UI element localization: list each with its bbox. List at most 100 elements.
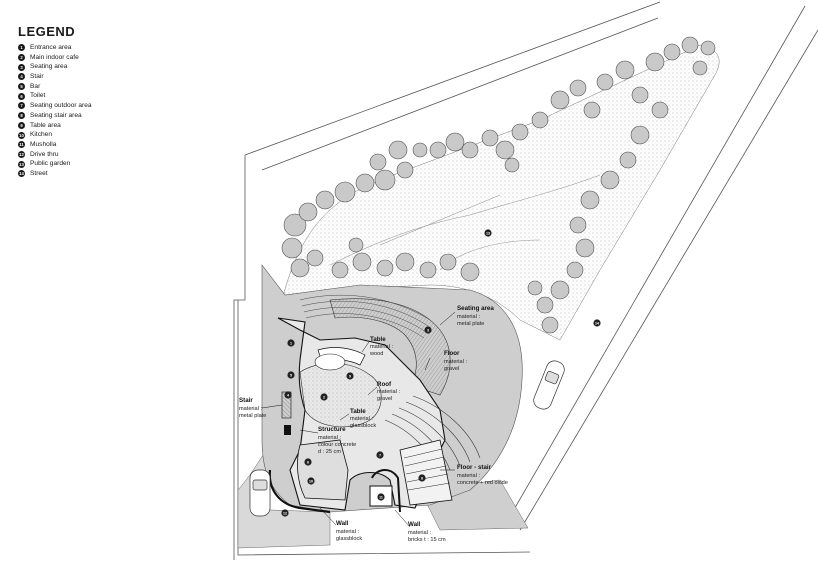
legend-label: Entrance area	[30, 44, 72, 51]
annotation-stair: Stair material : metal plate	[239, 397, 266, 419]
annotation-title: Structure	[318, 426, 346, 433]
annotation-line: d : 25 cm	[318, 449, 341, 455]
legend-title: LEGEND	[18, 24, 76, 39]
legend-number-badge: 6	[18, 92, 25, 100]
annotation-seating-area: Seating area material : metal plate	[457, 305, 494, 327]
annotation-line: material :	[370, 344, 393, 350]
marker-outdoor-seating: 7	[376, 451, 384, 459]
legend-number-badge: 5	[18, 83, 25, 91]
legend-item: 2 Main indoor cafe	[18, 53, 238, 63]
marker-musholla: 11	[377, 493, 385, 501]
legend-number-badge: 7	[18, 102, 25, 110]
car-drive	[533, 360, 565, 410]
annotation-title: Table	[370, 336, 386, 343]
annotation-title: Floor - stair	[457, 464, 492, 471]
legend-number-badge: 12	[18, 150, 25, 158]
legend-label: Main indoor cafe	[30, 53, 79, 61]
annotation-title: Table	[350, 408, 366, 415]
legend-number-badge: 14	[18, 170, 25, 178]
legend-label: Stair	[30, 73, 44, 81]
annotation-line: material :	[444, 359, 467, 365]
marker-table-area: 9	[346, 372, 354, 380]
legend-label: Table area	[30, 121, 61, 129]
annotation-roof: Roof material : gravel	[377, 381, 400, 402]
annotation-structure: Structure material : colour concrete d :…	[318, 426, 356, 455]
brick-wall	[371, 469, 401, 513]
svg-text:12: 12	[283, 511, 287, 515]
annotation-title: Stair	[239, 397, 253, 404]
svg-text:7: 7	[379, 453, 381, 457]
annotation-wall-glass: Wall material : glassblock	[336, 520, 362, 542]
legend-label: Toilet	[30, 92, 46, 100]
marker-entrance: 1	[287, 339, 295, 347]
leader-lines	[261, 311, 456, 528]
annotation-line: colour concrete	[318, 442, 356, 448]
marker-public-garden: 13	[484, 229, 492, 237]
annotation-line: material :	[457, 314, 480, 320]
svg-text:14: 14	[595, 321, 599, 325]
legend-number-badge: 9	[18, 121, 25, 129]
svg-text:8: 8	[421, 476, 423, 480]
annotation-title: Wall	[336, 520, 349, 527]
legend-number-badge: 13	[18, 160, 25, 168]
annotation-title: Wall	[408, 521, 421, 528]
annotation-table-wood: Table material : wood	[369, 336, 393, 357]
legend-item: 9 Table area	[18, 121, 238, 131]
annotation-title: Floor	[444, 350, 460, 357]
marker-street: 14	[593, 319, 601, 327]
annotation-line: wood	[369, 351, 383, 357]
legend-label: Bar	[30, 82, 41, 90]
svg-text:3: 3	[427, 328, 429, 332]
legend-label: Public garden	[30, 160, 71, 168]
svg-text:2: 2	[323, 395, 325, 399]
marker-seating-stair: 8	[418, 474, 426, 482]
legend-item: 7 Seating outdoor area	[18, 101, 238, 111]
legend-item: 6 Toilet	[18, 91, 238, 101]
annotation-line: gravel	[377, 396, 392, 402]
annotation-line: glassblock	[350, 423, 376, 429]
legend-item: 5 Bar	[18, 82, 238, 92]
annotation-line: metal plate	[457, 321, 484, 327]
annotation-line: material :	[350, 416, 373, 422]
marker-drive-thru: 12	[281, 509, 289, 517]
table-oval	[314, 353, 346, 371]
legend-number-badge: 1	[18, 44, 25, 52]
annotation-line: material :	[318, 435, 341, 441]
car-street	[249, 469, 271, 517]
annotation-title: Roof	[377, 381, 392, 388]
legend-number-badge: 2	[18, 54, 25, 62]
annotation-floor-gravel: Floor material : gravel	[444, 350, 467, 372]
svg-text:9: 9	[349, 374, 351, 378]
annotation-table-glass: Table material : glassblock	[350, 408, 376, 429]
svg-text:6: 6	[307, 460, 309, 464]
kitchen-block	[297, 439, 349, 501]
annotation-line: gravel	[444, 366, 459, 372]
annotation-line: material :	[377, 389, 400, 395]
stair-dark	[284, 425, 291, 435]
legend-item: 1 Entrance area	[18, 43, 238, 53]
svg-text:4: 4	[287, 393, 289, 397]
svg-text:10: 10	[309, 479, 313, 483]
floor-stair-block	[399, 439, 453, 506]
legend-number-badge: 8	[18, 112, 25, 120]
legend-label: Musholla	[30, 140, 57, 148]
annotation-title: Seating area	[457, 305, 494, 312]
svg-text:5: 5	[290, 373, 292, 377]
annotation-line: material :	[239, 406, 262, 412]
seating-area-metal	[329, 298, 451, 396]
marker-main-cafe: 2	[320, 393, 328, 401]
marker-stair: 4	[284, 391, 292, 399]
legend-label: Seating area	[30, 63, 68, 71]
legend-label: Seating outdoor area	[30, 102, 92, 110]
annotation-line: metal plate	[239, 413, 266, 419]
legend-label: Drive thru	[30, 150, 59, 158]
svg-text:11: 11	[379, 495, 383, 499]
svg-text:1: 1	[290, 341, 292, 345]
legend-item: 13 Public garden	[18, 159, 238, 169]
annotation-line: bricks t : 15 cm	[408, 537, 446, 543]
